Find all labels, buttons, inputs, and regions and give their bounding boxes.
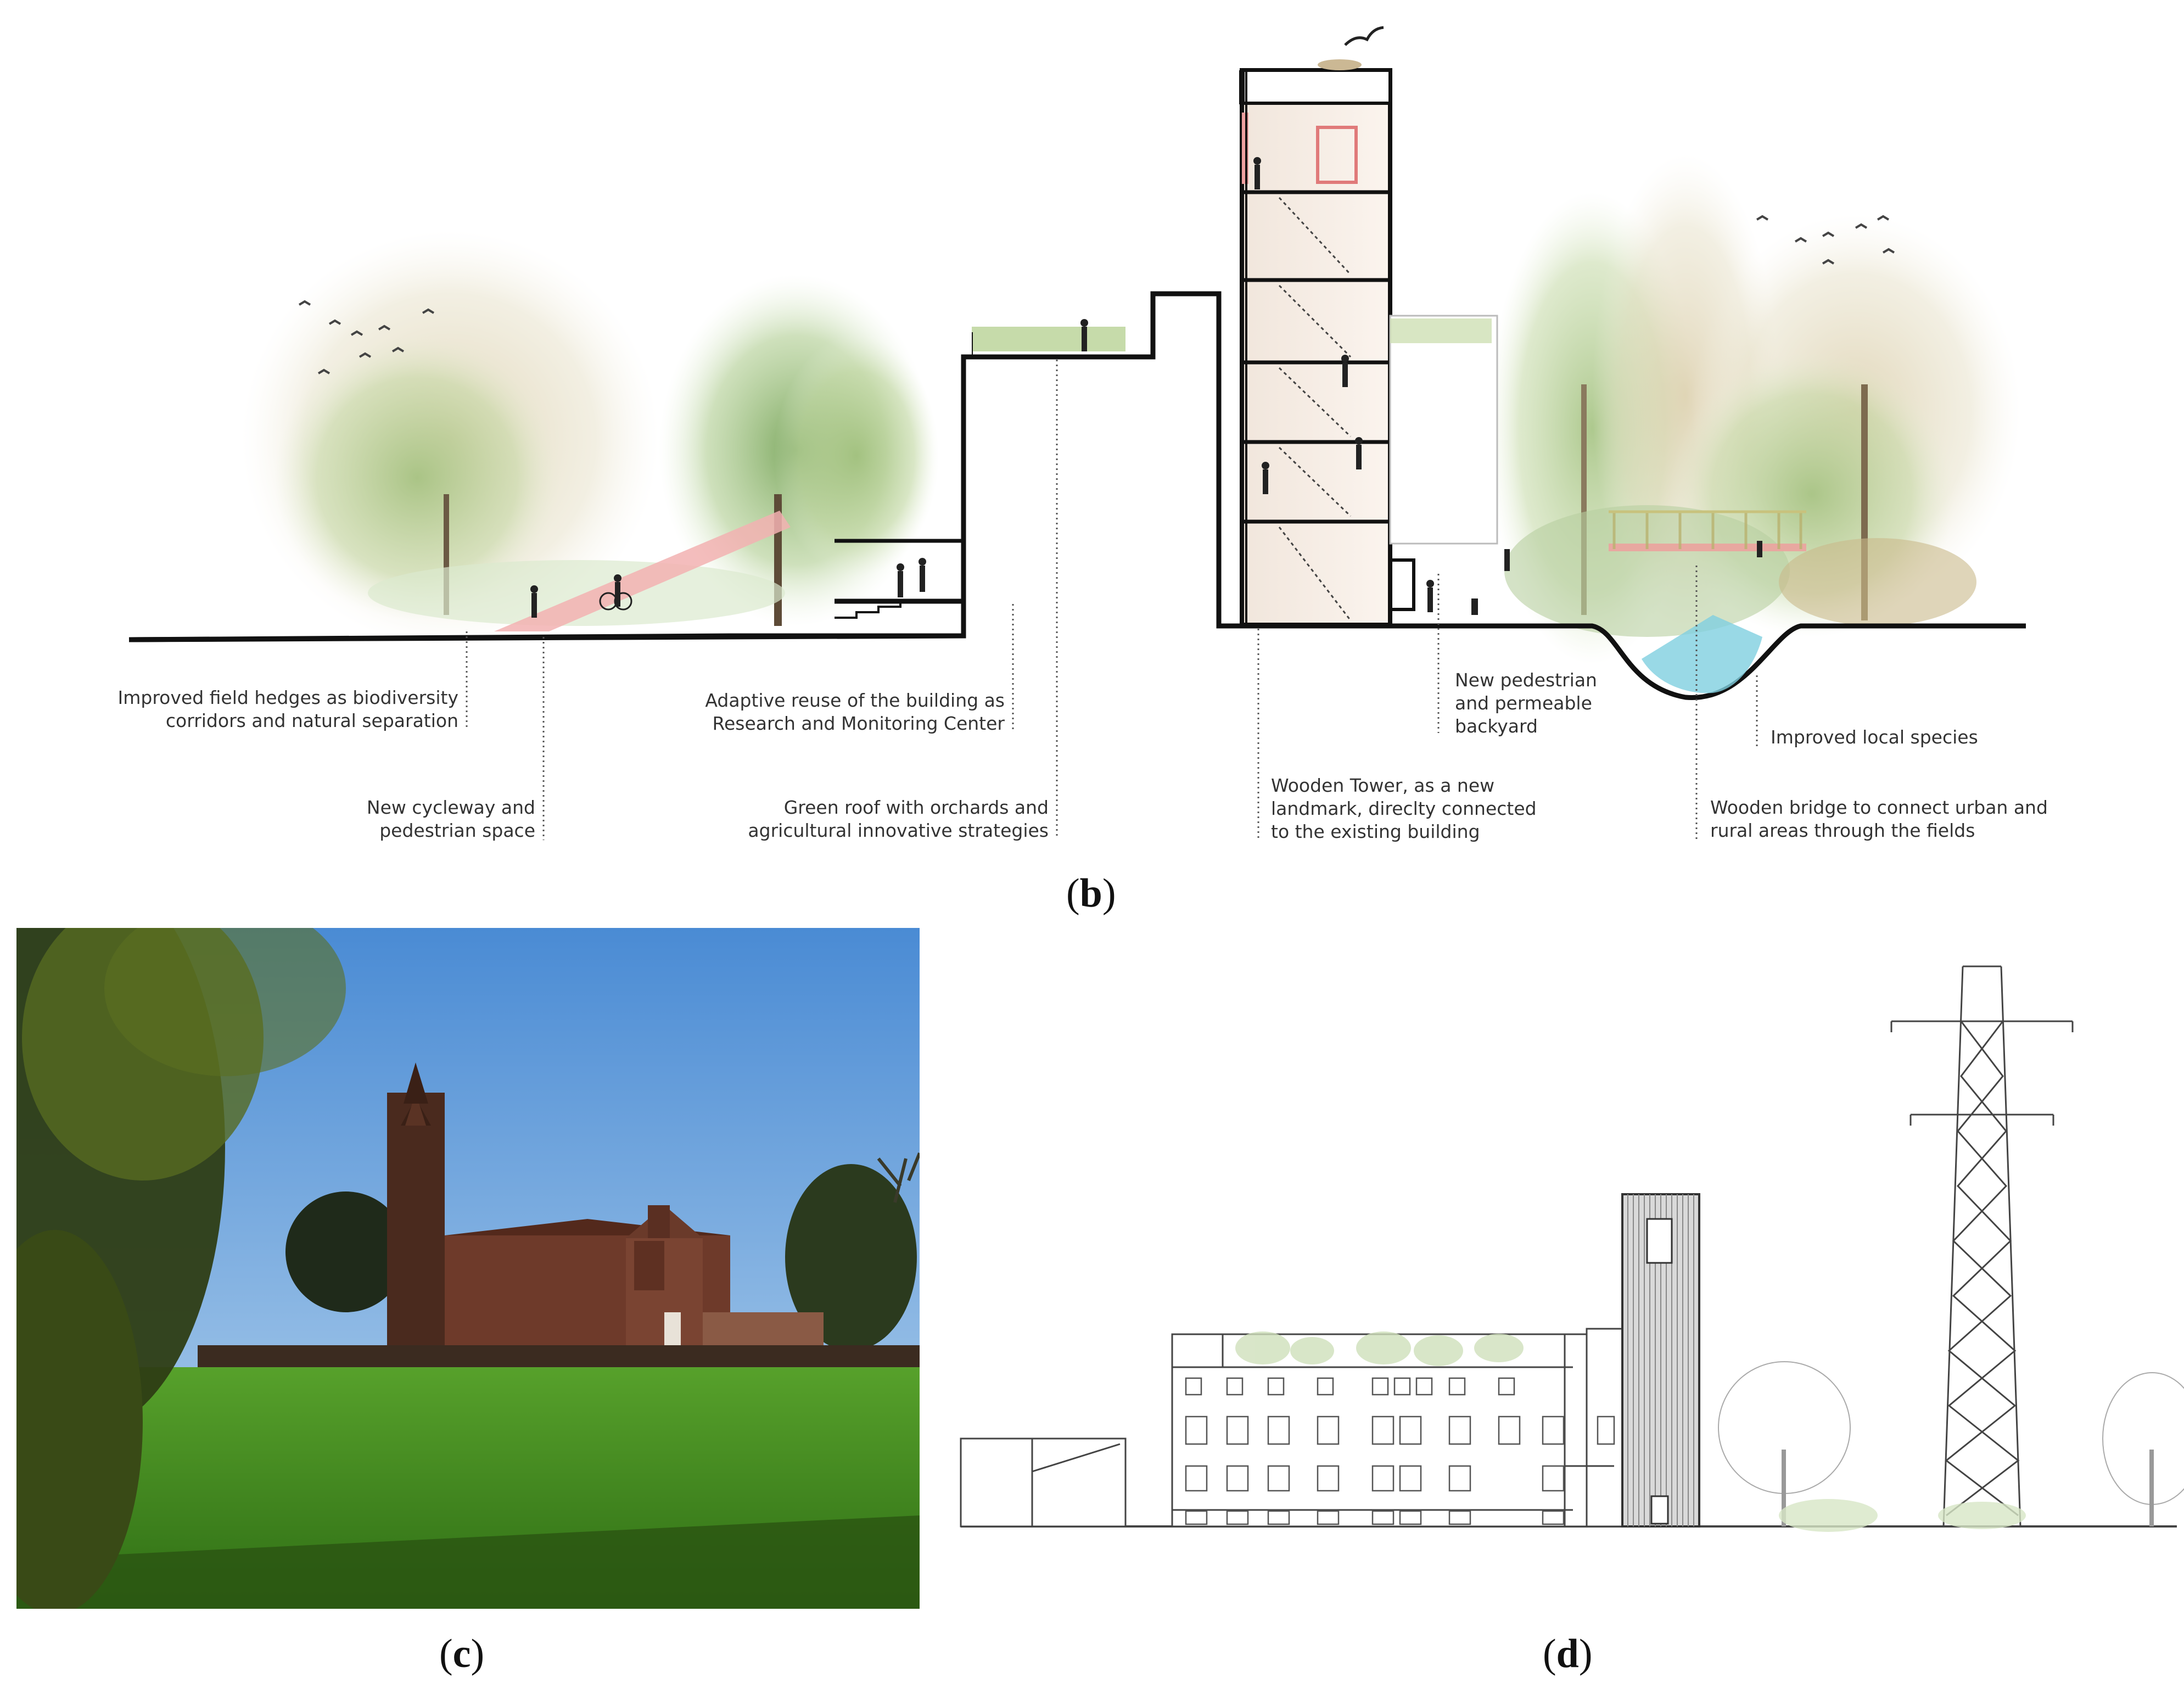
paren-open: ( bbox=[439, 1631, 453, 1676]
annotation-green-roof: Green roof with orchards and agricultura… bbox=[692, 796, 1049, 842]
shed bbox=[960, 1437, 1127, 1528]
birds-right bbox=[1756, 215, 1895, 265]
annotation-line: Wooden bridge to connect urban and bbox=[1710, 797, 2048, 818]
elevation-drawing bbox=[960, 965, 2184, 1532]
panel-label-d: (d) bbox=[1543, 1631, 1592, 1677]
stairs-lower bbox=[835, 600, 922, 619]
panel-letter: c bbox=[452, 1631, 471, 1676]
photo-c-panel bbox=[16, 928, 920, 1609]
windows bbox=[1185, 1377, 1615, 1525]
wooden-tower bbox=[1239, 26, 1392, 627]
people-figures bbox=[530, 157, 1762, 618]
annotation-wooden-tower: Wooden Tower, as a new landmark, direclt… bbox=[1271, 774, 1545, 843]
annotation-wooden-bridge: Wooden bridge to connect urban and rural… bbox=[1710, 796, 2062, 842]
annotation-line: and permeable bbox=[1455, 692, 1592, 714]
annotation-adaptive-reuse: Adaptive reuse of the building as Resear… bbox=[642, 689, 1005, 735]
annotation-field-hedges: Improved field hedges as biodiversity co… bbox=[93, 686, 458, 732]
annotation-line: pedestrian space bbox=[379, 820, 535, 841]
tower-elevation bbox=[1621, 1193, 1700, 1528]
river-water bbox=[1642, 615, 1762, 693]
annotation-line: landmark, direclty connected bbox=[1271, 798, 1537, 819]
panel-label-c: (c) bbox=[439, 1631, 484, 1677]
tree-cluster-left bbox=[242, 231, 939, 648]
annotation-line: Improved field hedges as biodiversity bbox=[117, 687, 458, 708]
annotation-line: New cycleway and bbox=[366, 797, 535, 818]
abbey-church bbox=[387, 1062, 824, 1356]
paren-open: ( bbox=[1066, 871, 1080, 916]
annotation-pedestrian-backyard: New pedestrian and permeable backyard bbox=[1455, 669, 1631, 738]
cycleway-ramp bbox=[494, 511, 791, 631]
elevation-d-panel bbox=[955, 955, 2184, 1614]
section-b-panel: Improved field hedges as biodiversity co… bbox=[93, 26, 2062, 917]
annotation-line: agricultural innovative strategies bbox=[748, 820, 1049, 841]
annotation-leaders bbox=[466, 360, 1758, 840]
annotation-line: New pedestrian bbox=[1455, 669, 1597, 691]
tree-cluster-right bbox=[1488, 154, 2020, 664]
annotation-cycleway: New cycleway and pedestrian space bbox=[316, 796, 535, 842]
annotation-line: Wooden Tower, as a new bbox=[1271, 775, 1495, 796]
paren-close: ) bbox=[1578, 1631, 1593, 1676]
paren-close: ) bbox=[1102, 871, 1116, 916]
abbey-photograph bbox=[16, 928, 920, 1609]
adjacent-building bbox=[1389, 315, 1498, 545]
annotation-line: Research and Monitoring Center bbox=[712, 713, 1005, 734]
electricity-pylon bbox=[1890, 965, 2074, 1529]
annotation-line: corridors and natural separation bbox=[165, 710, 458, 731]
roof-greenery bbox=[1235, 1331, 1524, 1366]
annotation-line: Improved local species bbox=[1771, 726, 1978, 748]
panel-letter: d bbox=[1556, 1631, 1579, 1676]
birds-left bbox=[298, 300, 435, 374]
riverbed-section bbox=[1219, 623, 2026, 700]
annotation-line: Green roof with orchards and bbox=[783, 797, 1049, 818]
section-b-drawing bbox=[128, 26, 2026, 840]
annotation-line: Adaptive reuse of the building as bbox=[705, 690, 1005, 711]
elevation-trees bbox=[1718, 1361, 2184, 1532]
annotation-line: backyard bbox=[1455, 715, 1538, 737]
building-section-line bbox=[128, 291, 1246, 642]
green-roof bbox=[972, 327, 1125, 351]
panel-label-b: (b) bbox=[1066, 870, 1116, 917]
annotation-line: to the existing building bbox=[1271, 821, 1480, 842]
paren-open: ( bbox=[1543, 1631, 1556, 1676]
paren-close: ) bbox=[471, 1631, 485, 1676]
annotation-line: rural areas through the fields bbox=[1710, 820, 1975, 841]
annotation-local-species: Improved local species bbox=[1771, 726, 1990, 749]
panel-letter: b bbox=[1079, 871, 1102, 916]
